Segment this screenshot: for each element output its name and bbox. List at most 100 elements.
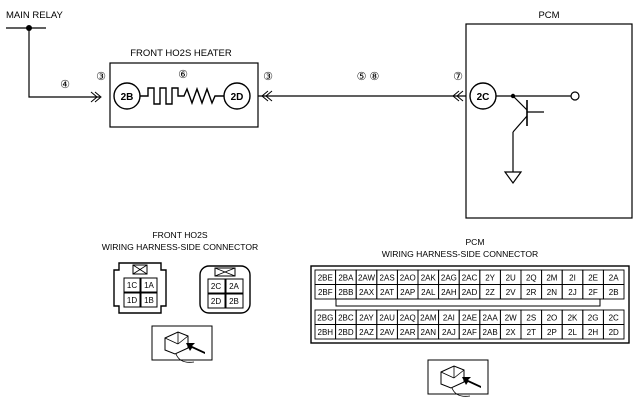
callout-4: ④ xyxy=(60,79,70,91)
pcm-pin-label: 2I xyxy=(569,274,576,283)
pcm-pin-label: 2AR xyxy=(400,328,416,337)
ho2s-connector-right: 2C 2A 2D 2B xyxy=(199,265,251,314)
pcm-pin-label: 2D xyxy=(609,328,619,337)
pcm-pin-label: 2K xyxy=(568,314,578,323)
pcm-pin-label: 2AQ xyxy=(400,314,416,323)
terminal-2c-label: 2C xyxy=(477,92,490,103)
ho2s-connector-title: FRONT HO2S xyxy=(152,230,207,240)
main-relay-wire xyxy=(28,28,100,98)
pcm-pin-label: 2X xyxy=(506,328,516,337)
pcm-pin-cell xyxy=(602,284,625,300)
pcm-pin-label: 2B xyxy=(609,288,619,297)
pcm-connector: 2BE 2BA 2AW 2AS 2AO 2AK 2AG 2AC 2Y 2U 2Q 2M 2I 2E 2A 2B… xyxy=(310,265,630,344)
pcm-pin-label: 2F xyxy=(588,288,597,297)
pcm-pin-label: 2AB xyxy=(483,328,498,337)
callout-6: ⑥ xyxy=(178,69,188,81)
ho2s-connector-left: 1C 1A 1D 1B xyxy=(113,262,167,314)
pcm-pin-label: 2BH xyxy=(318,328,334,337)
pcm-pin-label: 2AX xyxy=(359,288,375,297)
ho2s-pin: 2A xyxy=(229,282,239,291)
ho2s-pin: 1C xyxy=(127,281,137,290)
pcm-pin-label: 2AP xyxy=(400,288,415,297)
connector-arrow xyxy=(456,90,464,102)
ground-symbol xyxy=(503,171,523,185)
pcm-pin-label: 2BA xyxy=(338,274,354,283)
pcm-pin-label: 2AZ xyxy=(359,328,374,337)
callout-7: ⑦ xyxy=(453,71,463,83)
heater-label: FRONT HO2S HEATER xyxy=(130,48,232,59)
pcm-pin-label: 2AI xyxy=(443,314,455,323)
connector-arrow xyxy=(94,91,102,103)
connector-view-direction-icon xyxy=(151,325,213,363)
transistor-collector xyxy=(512,95,528,111)
pcm-output-terminal xyxy=(570,91,580,101)
pcm-pin-label: 2V xyxy=(506,288,516,297)
pcm-pin-label: 2P xyxy=(547,328,557,337)
pcm-pin-label: 2C xyxy=(609,314,619,323)
pcm-pin-label: 2AT xyxy=(380,288,394,297)
pcm-pin-label: 2BE xyxy=(318,274,333,283)
pcm-pin-label: 2AW xyxy=(358,274,375,283)
pcm-pin-label: 2J xyxy=(568,288,576,297)
connector-arrow xyxy=(452,90,460,102)
pcm-pin-label: 2T xyxy=(527,328,536,337)
pcm-pin-label: 2Z xyxy=(485,288,494,297)
pcm-pin-label: 2M xyxy=(546,274,557,283)
pcm-pin-label: 2BB xyxy=(338,288,353,297)
pcm-connector-subtitle: WIRING HARNESS-SIDE CONNECTOR xyxy=(382,249,538,259)
transistor-emitter xyxy=(512,115,528,133)
pcm-pin-label: 2AD xyxy=(462,288,478,297)
pcm-pin-label: 2U xyxy=(506,274,516,283)
pcm-pin-label: 2AK xyxy=(421,274,437,283)
connector-view-direction-icon xyxy=(427,359,489,397)
pcm-pin-label: 2W xyxy=(505,314,517,323)
pcm-pin-label: 2AL xyxy=(421,288,436,297)
connector-arrow xyxy=(90,91,98,103)
pcm-pin-label: 2AM xyxy=(420,314,437,323)
ho2s-connector-subtitle: WIRING HARNESS-SIDE CONNECTOR xyxy=(102,242,258,252)
terminal-2b-label: 2B xyxy=(121,92,134,103)
pcm-pin-label: 2AO xyxy=(400,274,416,283)
pcm-pin-label: 2A xyxy=(609,274,619,283)
pcm-pin-label: 2BD xyxy=(338,328,354,337)
pcm-pin-label: 2AG xyxy=(441,274,457,283)
pcm-pin-label: 2O xyxy=(547,314,558,323)
pcm-pin-label: 2N xyxy=(547,288,557,297)
callout-3-right: ③ xyxy=(263,71,273,83)
pcm-pin-cell xyxy=(602,324,625,340)
heater-element xyxy=(140,86,224,106)
pcm-pin-label: 2AU xyxy=(379,314,395,323)
pcm-pin-label: 2AF xyxy=(462,328,477,337)
ho2s-pin: 1B xyxy=(144,296,154,305)
pcm-pin-label: 2Q xyxy=(526,274,537,283)
pcm-pin-label: 2E xyxy=(588,274,598,283)
pcm-pin-label: 2L xyxy=(568,328,577,337)
ho2s-pin: 1A xyxy=(144,281,154,290)
connector-arrow xyxy=(261,90,269,102)
terminal-2d-label: 2D xyxy=(231,92,244,103)
pcm-pin-label: 2AA xyxy=(483,314,499,323)
ho2s-pin: 1D xyxy=(127,296,137,305)
ho2s-pin: 2D xyxy=(211,297,221,306)
pcm-pin-label: 2G xyxy=(588,314,599,323)
callout-5-8: ⑤ ⑧ xyxy=(357,71,380,83)
pcm-pin-label: 2Y xyxy=(485,274,495,283)
pcm-pin-label: 2R xyxy=(526,288,536,297)
pcm-pin-label: 2AC xyxy=(462,274,478,283)
ho2s-pin: 2B xyxy=(229,297,239,306)
pcm-box xyxy=(465,23,633,219)
ho2s-pin: 2C xyxy=(211,282,221,291)
heater-box xyxy=(109,62,259,128)
pcm-pin-label: 2S xyxy=(526,314,536,323)
pcm-pin-label: 2AN xyxy=(421,328,437,337)
pcm-pin-label: 2H xyxy=(588,328,598,337)
connector-arrow xyxy=(265,90,273,102)
pcm-pin-label: 2BC xyxy=(338,314,354,323)
pcm-pin-label: 2AS xyxy=(380,274,395,283)
pcm-connector-title: PCM xyxy=(465,237,484,247)
pcm-label: PCM xyxy=(538,10,559,21)
pcm-pin-label: 2AV xyxy=(380,328,395,337)
pcm-pin-label: 2BF xyxy=(318,288,333,297)
pcm-pin-label: 2AE xyxy=(462,314,477,323)
